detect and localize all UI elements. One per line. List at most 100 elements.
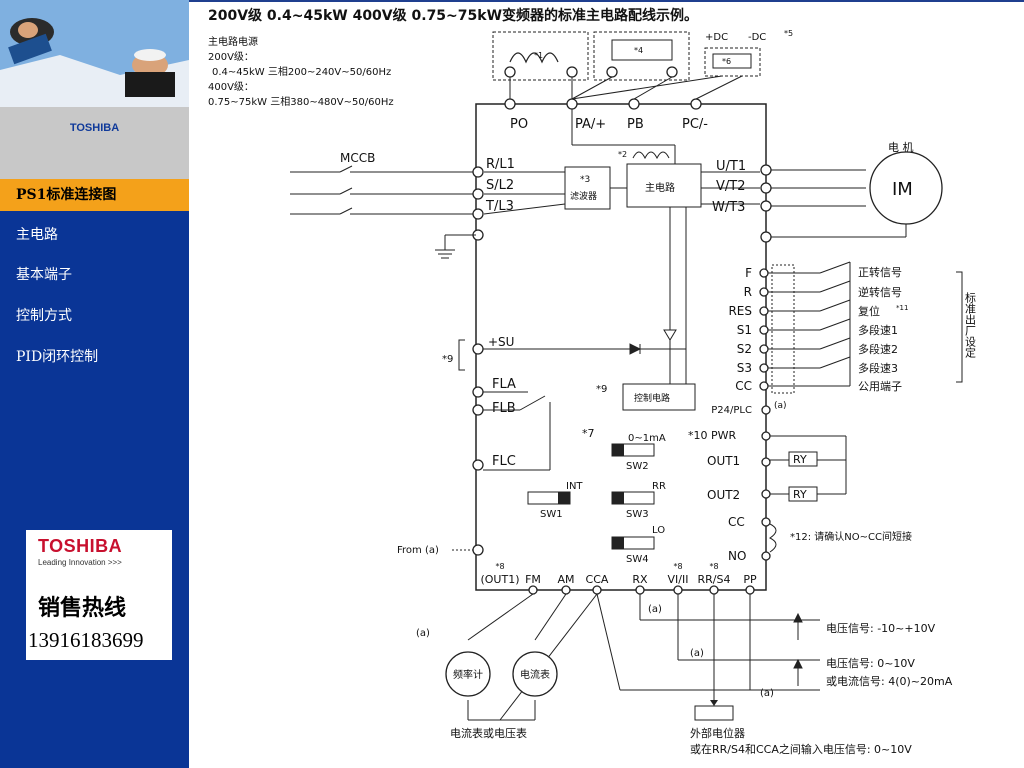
dip-switch-levers bbox=[558, 444, 624, 549]
input-signal-labels: 正转信号 逆转信号 复位 *11 多段速1 多段速2 多段速3 公用端子 bbox=[858, 265, 908, 393]
sw4-bottom: SW4 bbox=[626, 554, 649, 565]
signal-speed1: 多段速1 bbox=[858, 323, 898, 337]
resistor-terminal bbox=[606, 66, 618, 78]
su-bracket bbox=[458, 339, 465, 371]
p24-a-label: (a) bbox=[774, 401, 787, 411]
note-5: *5 bbox=[784, 29, 793, 38]
term-s1: S1 bbox=[737, 323, 752, 337]
ammeter-label: 电流表 bbox=[520, 668, 550, 681]
dc-reactor-box bbox=[492, 31, 589, 81]
input-label-t: T/L3 bbox=[485, 199, 514, 214]
minus-dc-label: -DC bbox=[748, 32, 766, 43]
nav-item-standard-wiring[interactable]: PS1标准连接图 bbox=[0, 179, 189, 211]
sw1-top: INT bbox=[566, 481, 583, 492]
input-terminal-circles bbox=[759, 268, 769, 391]
su-wiring bbox=[483, 329, 686, 385]
brand-name: TOSHIBA bbox=[69, 122, 120, 134]
signal-forward: 正转信号 bbox=[858, 265, 902, 279]
sw2-bottom: SW2 bbox=[626, 461, 649, 472]
relay-ry2-label: RY bbox=[793, 488, 807, 501]
motor-caption: 电 机 bbox=[888, 140, 914, 154]
sw3-bottom: SW3 bbox=[626, 509, 649, 520]
diagram-title: 200V级 0.4~45kW 400V级 0.75~75kW变频器的标准主电路配… bbox=[208, 7, 698, 24]
su-label: +SU bbox=[488, 335, 514, 349]
p24-label: P24/PLC bbox=[711, 405, 752, 416]
fault-relay-labels: FLA FLB FLC bbox=[492, 377, 516, 469]
note-7: *7 bbox=[582, 427, 595, 440]
hero-photo bbox=[0, 0, 189, 107]
note-9a: *9 bbox=[442, 354, 453, 365]
main-circuit-box bbox=[626, 163, 702, 208]
power-note-line: 200V级： bbox=[208, 51, 254, 63]
terminal-label-pa: PA/+ bbox=[575, 117, 606, 132]
signal-speed3: 多段速3 bbox=[858, 361, 898, 375]
input-terminal-names: F R RES S1 S2 S3 CC bbox=[728, 266, 752, 393]
terminal-pc bbox=[690, 98, 702, 110]
term-s3: S3 bbox=[737, 361, 752, 375]
nav-item-main-circuit[interactable]: 主电路 bbox=[16, 227, 58, 243]
bterm-vi: VI/II bbox=[668, 573, 689, 586]
bterm-am: AM bbox=[557, 573, 574, 586]
sw3-top: RR bbox=[652, 481, 666, 492]
bterm-out1: (OUT1) bbox=[480, 573, 519, 586]
signal-label-2: 电压信号: 0~10V bbox=[826, 657, 915, 670]
terminal-label-pc: PC/- bbox=[682, 117, 708, 132]
sw2-top: 0~1mA bbox=[628, 433, 666, 444]
note-8-labels: *8 *8 *8 bbox=[495, 562, 718, 571]
input-terminals bbox=[472, 166, 484, 241]
nav-item-control-mode[interactable]: 控制方式 bbox=[16, 308, 72, 324]
signal-common: 公用端子 bbox=[858, 380, 902, 393]
hero-illustration bbox=[0, 0, 189, 107]
note-8: *8 bbox=[709, 562, 718, 571]
terminal-pb bbox=[628, 98, 640, 110]
frequency-meter bbox=[445, 651, 491, 697]
pwr-label: *10 PWR bbox=[688, 429, 737, 442]
ammeter bbox=[512, 651, 558, 697]
note-9b: *9 bbox=[596, 384, 607, 395]
power-note-line: 主电路电源 bbox=[208, 35, 258, 48]
signal-labels: 电压信号: -10~+10V 电压信号: 0~10V 或电流信号: 4(0)~2… bbox=[826, 622, 953, 688]
terminal-po bbox=[504, 98, 516, 110]
inverter-outline bbox=[475, 103, 767, 591]
dc-labels: +DC -DC *5 *1 *4 *6 *2 bbox=[534, 29, 793, 159]
power-note-line: 0.4~45kW 三相200~240V~50/60Hz bbox=[212, 65, 391, 78]
pot-wiper bbox=[710, 700, 718, 706]
input-label-s: S/L2 bbox=[486, 178, 514, 193]
braking-resistor-box bbox=[593, 31, 690, 81]
relay-ry2 bbox=[788, 486, 818, 502]
input-group-bracket bbox=[956, 271, 963, 383]
top-wiring bbox=[509, 75, 743, 100]
no-label: NO bbox=[728, 549, 746, 563]
dc-reactor-coil bbox=[509, 52, 559, 64]
sw4-top: LO bbox=[652, 525, 665, 536]
nav-item-pid-control[interactable]: PID闭环控制 bbox=[16, 349, 99, 365]
power-note-line: 400V级： bbox=[208, 81, 254, 93]
motor-label: IM bbox=[892, 179, 913, 200]
internal-wiring bbox=[483, 109, 760, 385]
relay-ry1 bbox=[788, 451, 818, 467]
bterm-fm: FM bbox=[525, 573, 541, 586]
note-8: *8 bbox=[673, 562, 682, 571]
term-cc: CC bbox=[735, 379, 752, 393]
hotline-phone: 13916183699 bbox=[28, 628, 144, 652]
frequency-meter-label: 频率计 bbox=[453, 668, 483, 681]
from-a-label: From (a) bbox=[397, 545, 439, 556]
input-label-r: R/L1 bbox=[486, 157, 515, 172]
note-8: *8 bbox=[495, 562, 504, 571]
signal-label-3: 或电流信号: 4(0)~20mA bbox=[826, 674, 953, 688]
input-terminal-labels: R/L1 S/L2 T/L3 bbox=[485, 157, 515, 214]
dip-switches bbox=[527, 443, 655, 550]
nav-item-basic-terminals[interactable]: 基本端子 bbox=[16, 267, 72, 283]
pot-label: 外部电位器 bbox=[690, 726, 745, 740]
signal-reverse: 逆转信号 bbox=[858, 285, 902, 299]
control-circuit-label: 控制电路 bbox=[634, 392, 670, 404]
note-4: *4 bbox=[634, 46, 643, 55]
bterm-cca: CCA bbox=[586, 573, 609, 586]
sales-hotline-card: TOSHIBA Leading Innovation >>> 销售热线 1391… bbox=[26, 530, 172, 660]
signal-label-1: 电压信号: -10~+10V bbox=[826, 622, 936, 635]
main-circuit-label: 主电路 bbox=[645, 181, 675, 194]
output-terminal-labels: U/T1 V/T2 W/T3 bbox=[712, 159, 746, 215]
power-note-line: 0.75~75kW 三相380~480V~50/60Hz bbox=[208, 95, 394, 108]
term-r: R bbox=[744, 285, 752, 299]
note-12: *12: 请确认NO~CC间短接 bbox=[790, 530, 912, 543]
